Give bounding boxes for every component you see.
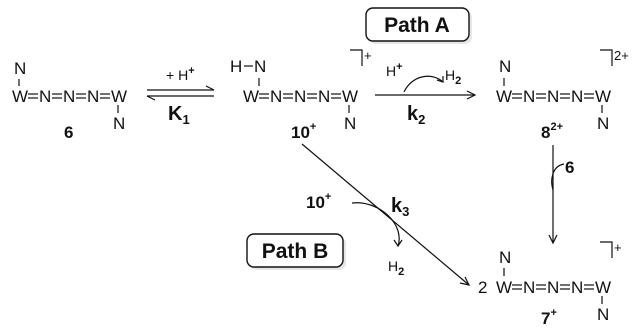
- atom-n: N: [270, 87, 282, 106]
- step4-reagent: 6: [565, 158, 574, 177]
- step3-reagent: 10+: [306, 191, 331, 212]
- atom-n: N: [571, 87, 583, 106]
- reaction-arrow-vertical: [548, 145, 565, 245]
- atom-n: N: [254, 57, 266, 76]
- rate-constant-k2: k2: [407, 103, 425, 127]
- atom-n: N: [499, 248, 511, 267]
- atom-n: N: [63, 87, 75, 106]
- equilibrium-arrow: [146, 85, 215, 101]
- equilibrium-constant: K1: [168, 103, 190, 127]
- path-b-label: Path B: [246, 233, 346, 270]
- atom-n: N: [39, 87, 51, 106]
- reaction-arrow-k3: [301, 143, 471, 286]
- compound-7-structure: 2 N W N N N W N +: [478, 240, 622, 324]
- atom-w: W: [595, 278, 611, 297]
- atom-n: N: [597, 114, 609, 133]
- atom-n: N: [318, 87, 330, 106]
- atom-w: W: [243, 87, 259, 106]
- compound-6-structure: N W N N N W N: [12, 59, 127, 133]
- bracket-charge: +: [614, 240, 622, 255]
- compound-10-label: 10+: [291, 121, 316, 142]
- atom-n: N: [344, 114, 356, 133]
- atom-n: N: [547, 87, 559, 106]
- bracket-charge: 2+: [614, 48, 629, 63]
- atom-w: W: [111, 87, 127, 106]
- atom-n: N: [547, 278, 559, 297]
- path-b-text: Path B: [262, 240, 329, 263]
- compound-6-label: 6: [64, 123, 73, 142]
- bracket-charge: +: [364, 48, 372, 63]
- compound-8-label: 82+: [541, 121, 563, 142]
- atom-n: N: [87, 87, 99, 106]
- step2-product: H2: [445, 67, 461, 87]
- atom-n: N: [294, 87, 306, 106]
- atom-n: N: [523, 87, 535, 106]
- rate-constant-k3: k3: [391, 195, 409, 219]
- atom-w: W: [496, 278, 512, 297]
- atom-n: N: [113, 114, 125, 133]
- stoichiometric-coefficient: 2: [478, 278, 487, 297]
- atom-n: N: [523, 278, 535, 297]
- step2-reagent: H+: [386, 61, 403, 79]
- reaction-arrow-k2: [375, 75, 477, 100]
- compound-7-label: 7+: [541, 307, 557, 328]
- path-a-text: Path A: [384, 14, 450, 37]
- atom-w: W: [342, 87, 358, 106]
- atom-w: W: [12, 87, 28, 106]
- atom-h: H: [230, 57, 242, 76]
- step3-product: H2: [388, 258, 404, 278]
- atom-w: W: [496, 87, 512, 106]
- step1-reagent: + H+: [166, 65, 195, 83]
- compound-8-structure: N W N N N W N 2+: [496, 48, 629, 133]
- atom-n: N: [14, 59, 26, 78]
- path-a-label: Path A: [365, 7, 472, 44]
- atom-n: N: [499, 57, 511, 76]
- atom-n: N: [597, 305, 609, 324]
- atom-w: W: [595, 87, 611, 106]
- compound-10-structure: H N W N N N W N +: [230, 48, 372, 133]
- atom-n: N: [571, 278, 583, 297]
